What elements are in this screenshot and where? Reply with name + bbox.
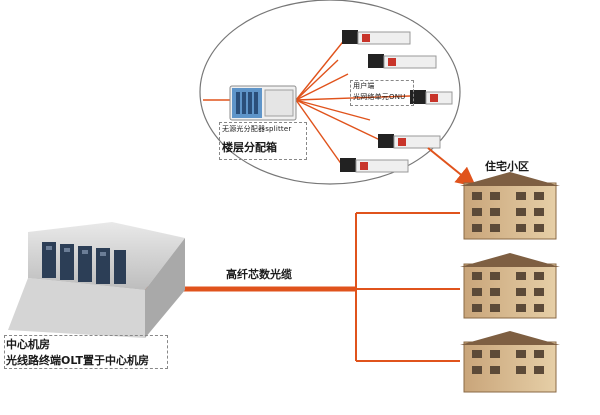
onu-label-box	[350, 80, 414, 106]
center-room-line2: 光线路终端OLT置于中心机房	[6, 354, 150, 367]
residential-building-1	[460, 172, 560, 240]
cable-label: 高纤芯数光缆	[226, 268, 292, 281]
central-office-room	[8, 222, 185, 338]
floor-box-label: 楼层分配箱	[222, 141, 277, 154]
onu-module-4	[378, 134, 441, 149]
splitter-note: 无源光分配器splitter	[222, 125, 292, 133]
residential-building-2	[460, 253, 560, 319]
onu-module-3	[410, 90, 453, 105]
splitter-label-box	[219, 122, 307, 160]
branch-cables	[356, 212, 460, 362]
user-end-title: 用户端	[353, 82, 375, 90]
onu-module-1	[342, 30, 411, 45]
arrow-to-residential	[427, 147, 477, 188]
onu-module-5	[340, 158, 409, 173]
splitter-box	[229, 85, 297, 121]
residential-label: 住宅小区	[485, 160, 529, 173]
residential-building-3	[460, 331, 560, 393]
center-room-line1: 中心机房	[6, 338, 50, 351]
user-end-sub: 光网络单元ONU	[353, 93, 406, 101]
fiber-fanout	[203, 37, 411, 166]
center-room-label-box	[4, 335, 168, 369]
onu-module-2	[368, 54, 437, 69]
